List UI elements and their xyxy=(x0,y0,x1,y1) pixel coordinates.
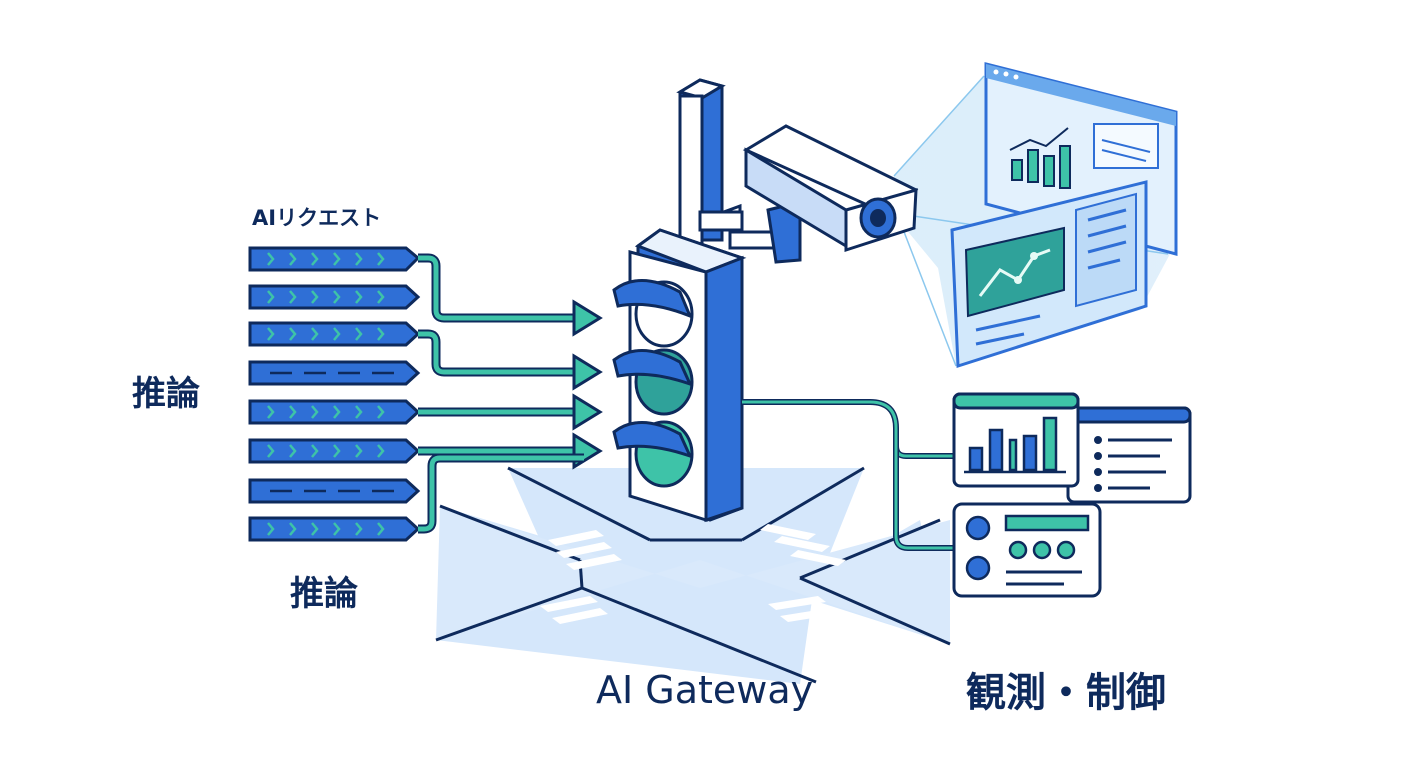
gateway-label: AI Gateway xyxy=(596,668,814,712)
dashboard-panel-icon xyxy=(952,392,1192,504)
bar-chart-icon xyxy=(1009,127,1071,189)
traffic-light-icon xyxy=(612,228,747,523)
traffic-pole xyxy=(676,78,792,262)
observation-connectors xyxy=(742,399,958,551)
inference-label-left: 推論 xyxy=(132,374,200,414)
security-camera-icon xyxy=(742,124,919,264)
crosswalk-stripes xyxy=(540,524,846,624)
ai-request-label: AIリクエスト xyxy=(252,206,382,230)
request-queue-icon xyxy=(248,246,421,542)
bar-chart-icon xyxy=(964,416,1066,474)
inference-label-bottom: 推論 xyxy=(290,574,358,614)
observe-control-label: 観測・制御 xyxy=(966,670,1166,716)
control-panel-icon xyxy=(952,502,1102,598)
request-flow-arrows xyxy=(418,253,603,534)
floating-line-chart-screen xyxy=(950,180,1148,369)
request-chevrons xyxy=(267,252,394,536)
